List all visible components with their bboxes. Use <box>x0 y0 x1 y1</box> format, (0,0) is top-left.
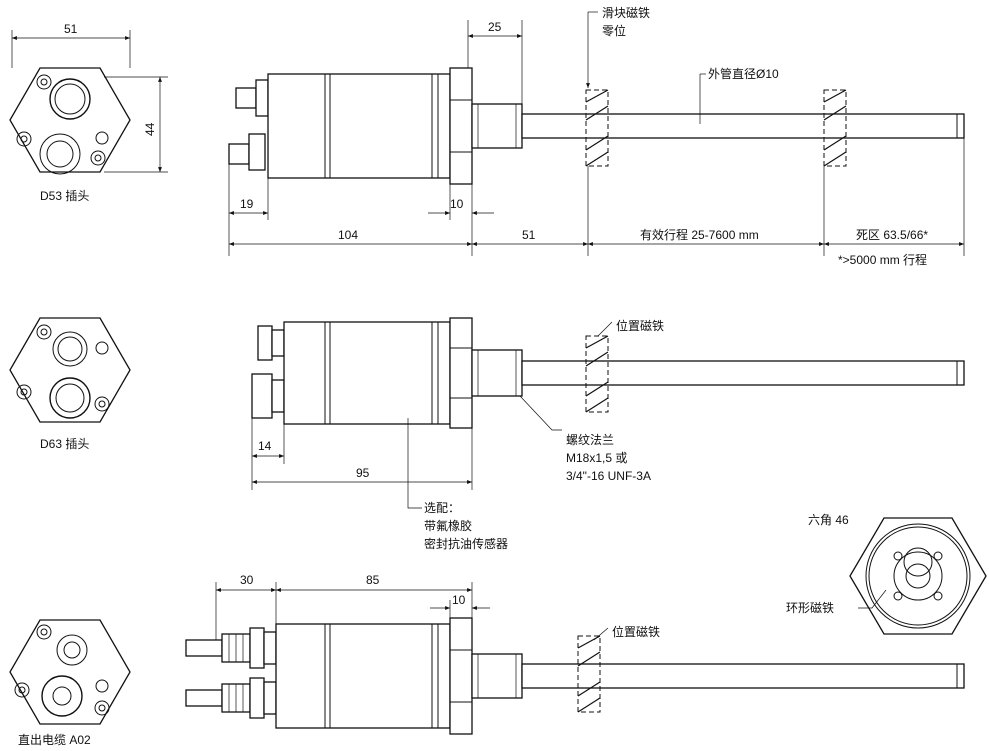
dim-10-a: 10 <box>450 197 464 211</box>
magnet-zero-label-1: 滑块磁铁 <box>602 5 650 20</box>
row3-dimensions: 30 85 10 <box>215 573 490 640</box>
option-label-1: 选配： <box>424 501 460 515</box>
position-magnet-label-1: 位置磁铁 <box>616 318 664 333</box>
a02-label: 直出电缆 A02 <box>18 733 91 747</box>
footnote-label: *>5000 mm 行程 <box>838 252 927 267</box>
a02-side-view <box>185 617 965 735</box>
d53-side-view <box>228 67 965 185</box>
option-label-3: 密封抗油传感器 <box>424 536 508 551</box>
option-label-2: 带氟橡胶 <box>424 518 472 533</box>
dim-95: 95 <box>356 466 370 480</box>
hex46-label: 六角 46 <box>808 513 849 527</box>
dim-30: 30 <box>240 573 254 587</box>
dim-19: 19 <box>240 197 254 211</box>
magnet-zero-label-2: 零位 <box>602 23 626 38</box>
ring-magnet-label: 环形磁铁 <box>786 600 834 615</box>
d63-side-view <box>251 317 965 429</box>
row1-dimensions: 25 19 10 104 51 有效行程 25-7600 mm 死区 63.5/… <box>228 20 965 267</box>
dim-51-top: 51 <box>64 22 78 36</box>
d53-label: D53 插头 <box>40 189 89 203</box>
thread-label-1: 螺纹法兰 <box>566 433 614 447</box>
thread-label-3: 3/4"-16 UNF-3A <box>566 469 651 483</box>
d63-label: D63 插头 <box>40 437 89 451</box>
tube-diameter-label: 外管直径Ø10 <box>708 66 779 81</box>
dim-25: 25 <box>488 20 502 34</box>
a02-end-view <box>9 619 131 725</box>
dim-85: 85 <box>366 573 380 587</box>
thread-label-2: M18x1,5 或 <box>566 451 627 465</box>
d63-end-view <box>9 317 131 423</box>
dim-10-b: 10 <box>452 593 466 607</box>
position-magnet-label-2: 位置磁铁 <box>612 624 660 639</box>
dim-44: 44 <box>143 122 157 136</box>
stroke-label: 有效行程 25-7600 mm <box>640 227 759 242</box>
row2-dimensions: 14 95 <box>251 418 473 490</box>
d53-dimensions: 51 44 <box>11 22 168 173</box>
d53-end-view <box>9 67 131 175</box>
dim-104: 104 <box>338 228 358 242</box>
dim-14: 14 <box>258 439 272 453</box>
ring-magnet-view <box>849 517 987 635</box>
dim-51-mid: 51 <box>522 228 536 242</box>
dead-zone-label: 死区 63.5/66* <box>856 228 928 242</box>
